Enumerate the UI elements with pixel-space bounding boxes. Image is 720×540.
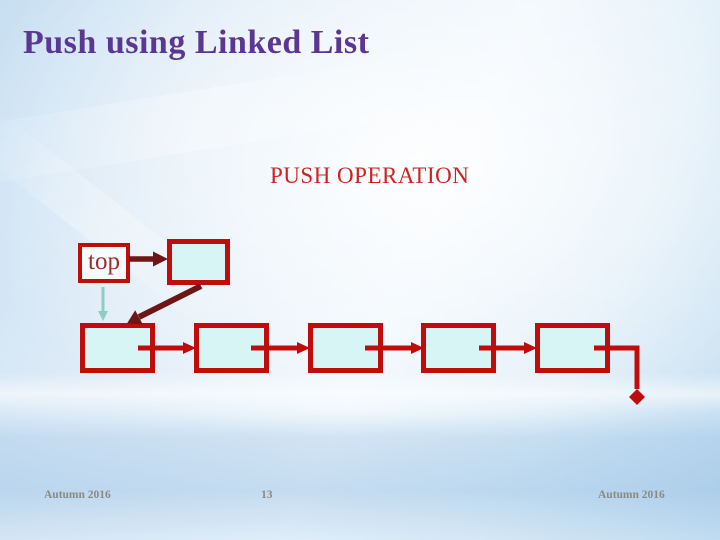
stack-node-4 [421,323,497,373]
slide-title: Push using Linked List [23,24,370,61]
top-pointer-label: top [88,248,120,275]
push-operation-heading: PUSH OPERATION [270,163,470,188]
stack-node-2 [193,323,269,373]
stack-node-3 [307,323,383,373]
newnode-to-first-node-arrow [127,283,203,325]
stack-node-1 [80,323,155,373]
footer-date-right: Autumn 2016 [598,489,665,501]
nodes-row [80,323,610,373]
top-to-newnode-arrow [129,251,168,267]
background-light-ray [0,103,250,343]
top-pointer-box: top [78,243,130,283]
new-node-box [167,239,230,285]
stack-node-5 [535,323,610,373]
footer-date-left: Autumn 2016 [44,489,111,501]
page-number: 13 [261,489,273,501]
null-terminator-diamond [629,389,645,405]
top-old-pointer-arrow [98,287,108,321]
